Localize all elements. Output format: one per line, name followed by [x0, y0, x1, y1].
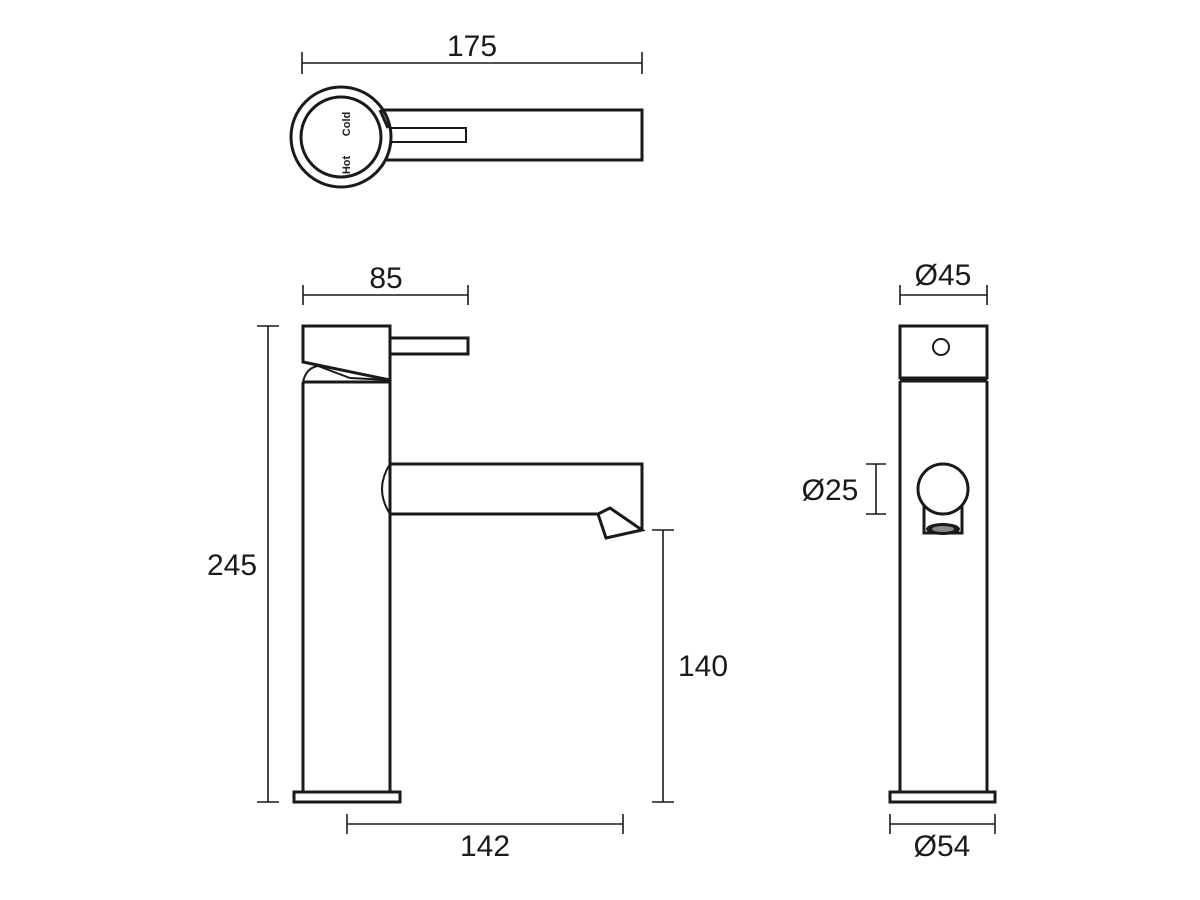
dimension-side-spout: Ø25 — [802, 463, 886, 515]
hot-label: Hot — [341, 156, 353, 175]
side-aerator-mesh — [932, 526, 954, 532]
indicator-dot — [932, 338, 950, 356]
side-spout-circle — [916, 462, 970, 516]
dimension-label-85: 85 — [369, 262, 402, 295]
side-head — [898, 324, 989, 380]
dimension-side-base: Ø54 — [889, 814, 996, 863]
dimension-label-175: 175 — [447, 30, 497, 63]
lever-joint — [378, 109, 390, 129]
handle-cartridge-line — [317, 365, 391, 381]
dimension-total-height: 245 — [207, 325, 279, 803]
dimension-spout-height: 140 — [652, 529, 728, 803]
dimension-body-width: 85 — [302, 262, 469, 305]
body-inner-circle — [299, 95, 383, 179]
spout-collar — [381, 463, 391, 515]
dimension-label-142: 142 — [460, 830, 510, 863]
handle-curve — [302, 365, 319, 383]
dimension-label-245: 245 — [207, 549, 257, 582]
lever-arm — [388, 336, 470, 356]
side-view: Ø45 Ø25 Ø54 — [802, 259, 997, 863]
aerator — [596, 506, 646, 540]
dimension-label-d25: Ø25 — [802, 474, 859, 507]
top-view: 175 Cold Hot — [289, 30, 644, 189]
cold-label: Cold — [341, 112, 353, 136]
body-outer-circle — [289, 85, 393, 189]
lever-outline — [380, 108, 644, 162]
spout-outline — [390, 462, 644, 530]
body-column — [301, 380, 392, 792]
handle-head — [301, 324, 392, 382]
dimension-label-d45: Ø45 — [915, 259, 972, 292]
dimension-side-top: Ø45 — [899, 259, 988, 305]
dimension-top-width: 175 — [301, 30, 643, 74]
front-view: 85 245 140 — [207, 262, 728, 863]
side-body — [898, 381, 989, 792]
dimension-spout-reach: 142 — [346, 814, 624, 863]
dimension-label-140: 140 — [678, 650, 728, 683]
lever-slot — [387, 127, 467, 143]
dimension-label-d54: Ø54 — [914, 830, 971, 863]
side-base-flange — [888, 790, 997, 804]
